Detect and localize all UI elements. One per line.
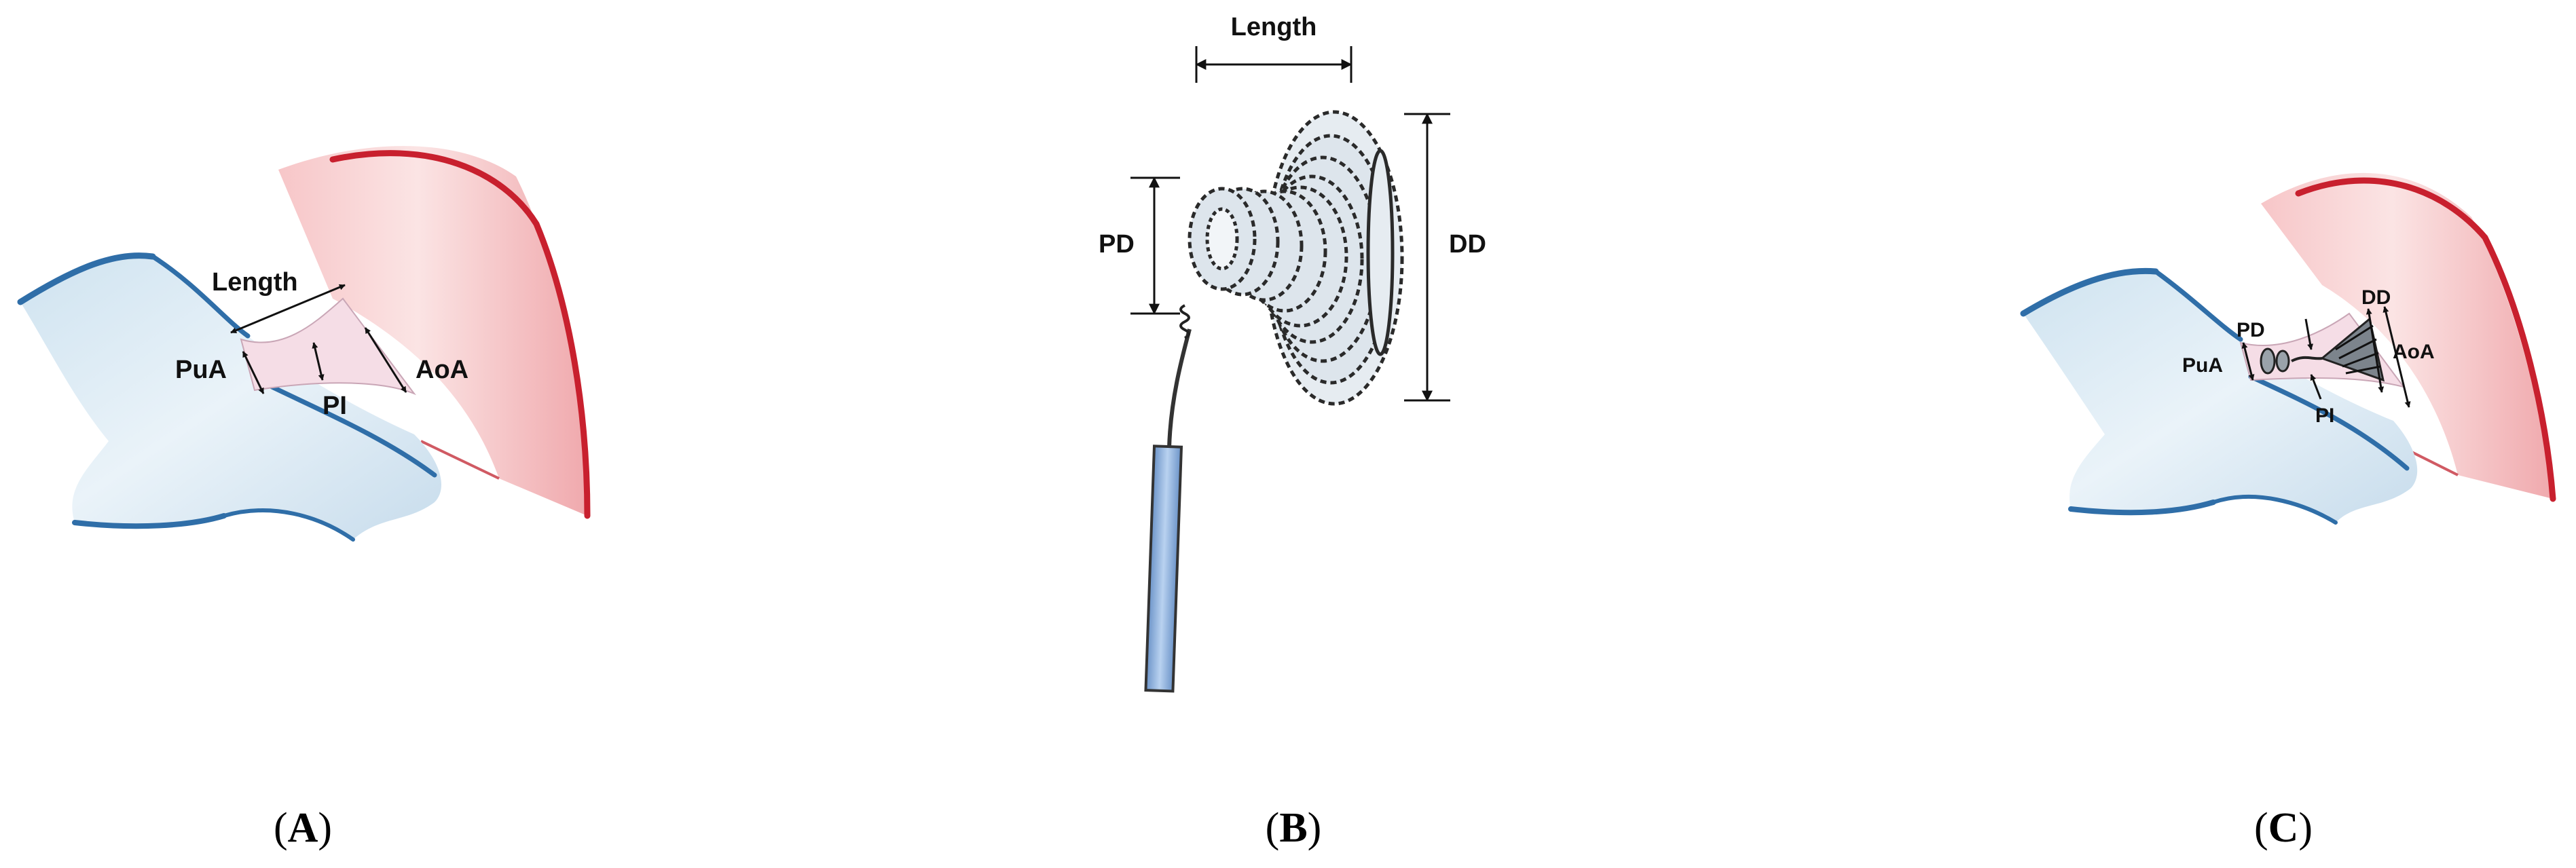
narrow-arrow-top-c [2304,318,2314,350]
label-pi-c: PI [2315,404,2334,427]
wire-spring [1179,304,1190,339]
label-length-a: Length [212,268,298,297]
caption-c: (C) [2254,805,2313,851]
label-dd-c: DD [2361,286,2391,309]
caption-b: (B) [1266,805,1322,851]
label-length-b: Length [1231,13,1317,41]
aorta-a [278,146,591,519]
label-pua-a: PuA [175,356,227,384]
label-aoa-c: AoA [2393,341,2435,363]
label-pua-c: PuA [2182,354,2223,377]
label-pd-b: PD [1099,230,1135,259]
pd-arrow-c [2241,342,2255,381]
catheter [1144,445,1183,693]
label-pd-c: PD [2237,319,2265,341]
pi-arrow-c [2310,374,2322,400]
panel-a: Length PuA PI AoA (A) [17,146,591,851]
pi-arrow-a [312,342,325,381]
label-aoa-a: AoA [416,356,468,384]
label-pi-a: PI [323,392,347,420]
caption-a: (A) [274,805,332,851]
pulmonary-artery-c [2020,267,2418,525]
delivery-wire [1167,328,1192,449]
panel-b: Length PD DD (B) [1099,13,1486,851]
dd-arrow-c [2366,308,2385,393]
panel-c: PD DD PuA AoA PI (C) [2020,172,2556,851]
aoa-arrow-a [364,327,407,393]
coil-device [1188,110,1404,406]
label-dd-b: DD [1449,230,1486,259]
aoa-arrow-c [2382,306,2411,408]
pua-arrow-a [242,351,265,394]
length-arrow-a [230,284,346,334]
